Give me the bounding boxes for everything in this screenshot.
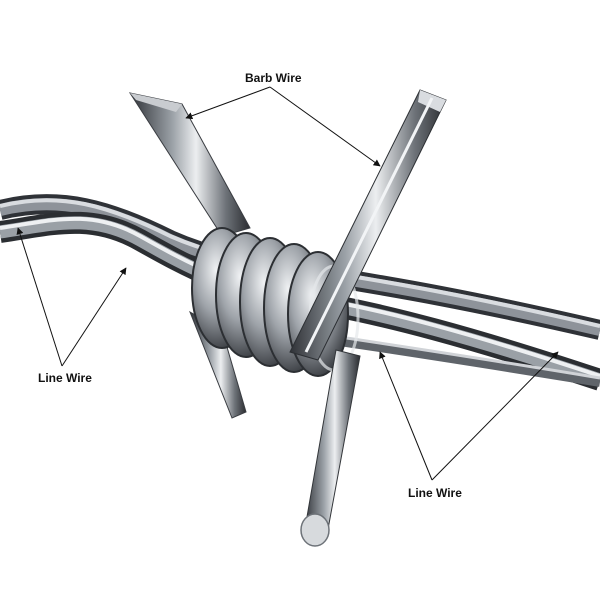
barb-upper-left bbox=[128, 92, 251, 237]
leader-line-right-1 bbox=[379, 351, 433, 481]
barb-lower bbox=[300, 349, 361, 547]
leader-line-left-2 bbox=[61, 267, 127, 367]
line-wire-label-left: Line Wire bbox=[38, 371, 92, 385]
barb-wire-label: Barb Wire bbox=[245, 71, 302, 85]
line-wire-label-right: Line Wire bbox=[408, 486, 462, 500]
leader-line-left-1 bbox=[16, 227, 63, 367]
leader-line-right-2 bbox=[431, 351, 559, 481]
barb-upper-right bbox=[289, 89, 447, 361]
leader-barb-left bbox=[185, 86, 271, 120]
leader-barb-right bbox=[269, 86, 381, 167]
leader-lines bbox=[16, 86, 559, 481]
